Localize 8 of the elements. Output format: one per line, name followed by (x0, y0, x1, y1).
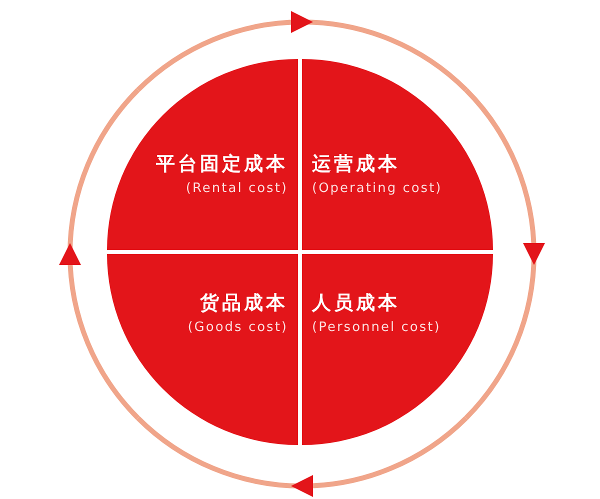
segment-subtitle: (Operating cost) (312, 181, 442, 196)
segment-subtitle: (Rental cost) (184, 181, 288, 196)
segment-title: 人员成本 (312, 291, 401, 316)
segment-subtitle: (Goods cost) (188, 320, 288, 335)
segment-title: 平台固定成本 (156, 152, 288, 177)
segment-title: 运营成本 (312, 152, 401, 177)
segment-title: 货品成本 (199, 291, 288, 316)
segment-subtitle: (Personnel cost) (312, 320, 441, 335)
